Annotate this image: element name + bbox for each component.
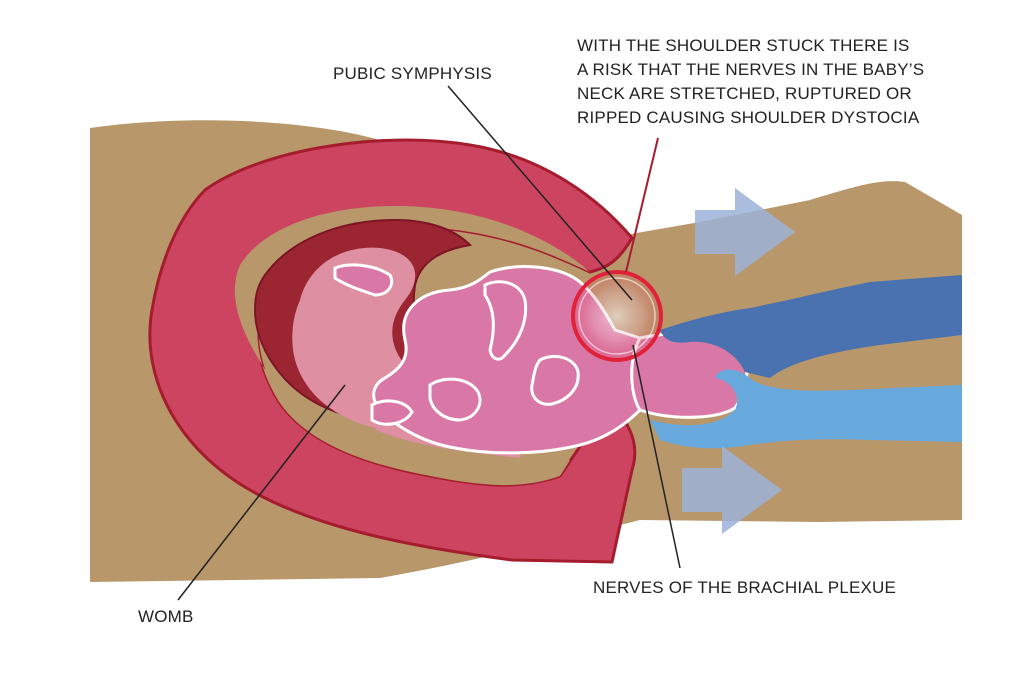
shoulder-note-line-4: RIPPED CAUSING SHOULDER DYSTOCIA: [577, 108, 920, 127]
shoulder-note-line-1: WITH THE SHOULDER STUCK THERE IS: [577, 36, 910, 55]
baby-knee: [428, 377, 482, 422]
baby-arm-lower: [530, 355, 580, 406]
arrow-upper: [695, 188, 795, 276]
shoulder-note-line-2: A RISK THAT THE NERVES IN THE BABY’S: [577, 60, 925, 79]
leader-nerves: [632, 344, 681, 569]
shoulder-highlight-glow: [578, 277, 656, 355]
label-womb: WOMB: [138, 607, 194, 626]
baby-foot: [370, 399, 414, 426]
label-pubic-symphysis: PUBIC SYMPHYSIS: [333, 64, 492, 83]
hand-upper: [660, 275, 962, 378]
leader-shoulder-note: [625, 137, 659, 273]
label-brachial-plexus-nerves: NERVES OF THE BRACHIAL PLEXUE: [593, 578, 897, 597]
label-shoulder-note: WITH THE SHOULDER STUCK THERE IS A RISK …: [577, 34, 924, 130]
shoulder-highlight-ring: [571, 270, 663, 362]
baby-arm-upper: [483, 280, 528, 361]
hand-lower: [650, 369, 962, 449]
shoulder-note-line-3: NECK ARE STRETCHED, RUPTURED OR: [577, 84, 912, 103]
leader-pubic-symphysis: [447, 85, 633, 301]
leader-womb: [177, 384, 346, 601]
baby-leg: [333, 263, 394, 297]
arrow-lower: [682, 446, 782, 534]
